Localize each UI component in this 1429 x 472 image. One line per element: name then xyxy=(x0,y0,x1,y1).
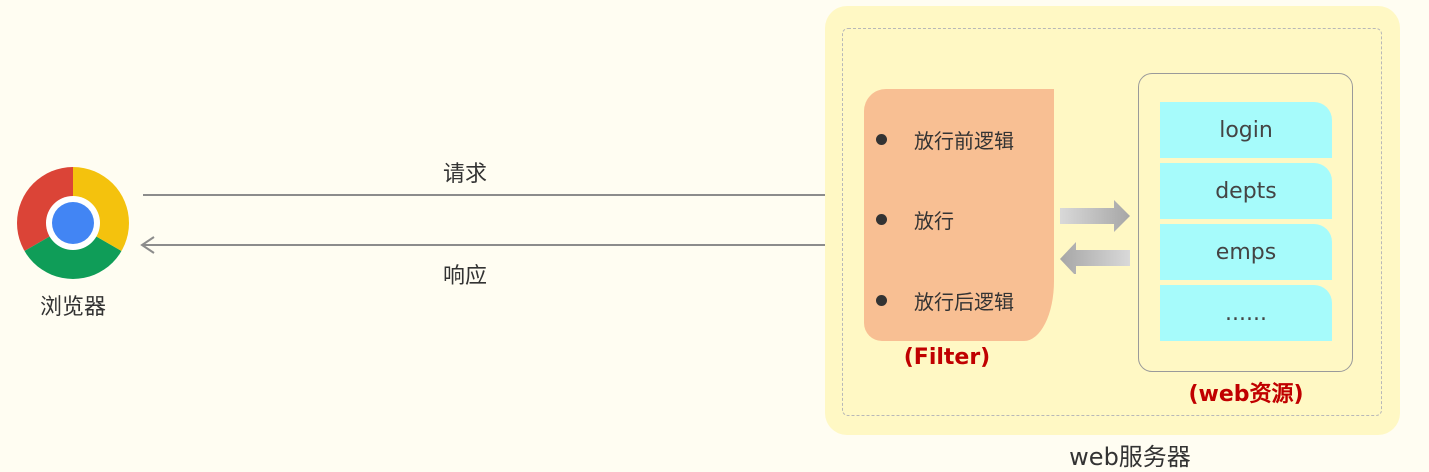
filter-label: (Filter) xyxy=(903,345,991,370)
browser-label: 浏览器 xyxy=(39,295,106,320)
web-resources-box xyxy=(1138,73,1353,372)
response-arrow xyxy=(140,236,859,254)
forward-arrow-icon xyxy=(1060,200,1130,232)
response-label: 响应 xyxy=(442,264,487,289)
bullet-icon xyxy=(876,133,887,145)
bullet-icon xyxy=(876,294,887,306)
web-server-boundary xyxy=(842,28,1382,416)
filter-resource-arrows xyxy=(1060,200,1130,274)
filter-item-pass: 放行 xyxy=(876,204,954,234)
chrome-icon xyxy=(16,166,130,280)
web-server-label: web服务器 xyxy=(1069,443,1191,471)
filter-item-before-logic: 放行前逻辑 xyxy=(876,124,1014,154)
filter-item-label: 放行 xyxy=(914,208,954,233)
filter-item-after-logic: 放行后逻辑 xyxy=(876,285,1014,315)
resource-depts: depts xyxy=(1160,163,1332,219)
filter-box xyxy=(864,89,1054,341)
resource-more: ...... xyxy=(1160,285,1332,341)
filter-item-label: 放行后逻辑 xyxy=(914,289,1014,314)
backward-arrow-icon xyxy=(1060,242,1130,274)
web-resources-label: (web资源) xyxy=(1188,382,1304,407)
request-label: 请求 xyxy=(442,162,487,187)
request-arrow xyxy=(143,186,862,204)
filter-item-label: 放行前逻辑 xyxy=(914,128,1014,153)
bullet-icon xyxy=(876,213,887,225)
resource-emps: emps xyxy=(1160,224,1332,280)
resource-login: login xyxy=(1160,102,1332,158)
